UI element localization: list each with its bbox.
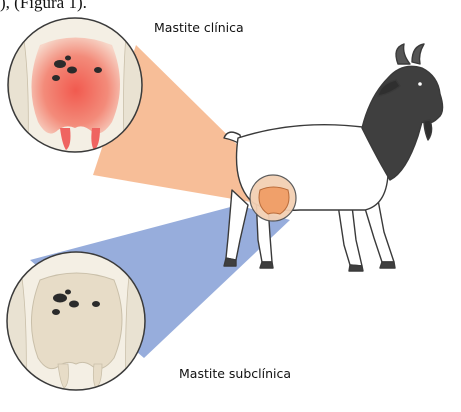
label-subclinical-mastitis: Mastite subclínica (179, 368, 291, 381)
udder-normal (31, 273, 122, 369)
goat-udder (259, 187, 289, 214)
udder-inflamed (31, 38, 120, 134)
label-clinical-mastitis: Mastite clínica (154, 22, 244, 35)
